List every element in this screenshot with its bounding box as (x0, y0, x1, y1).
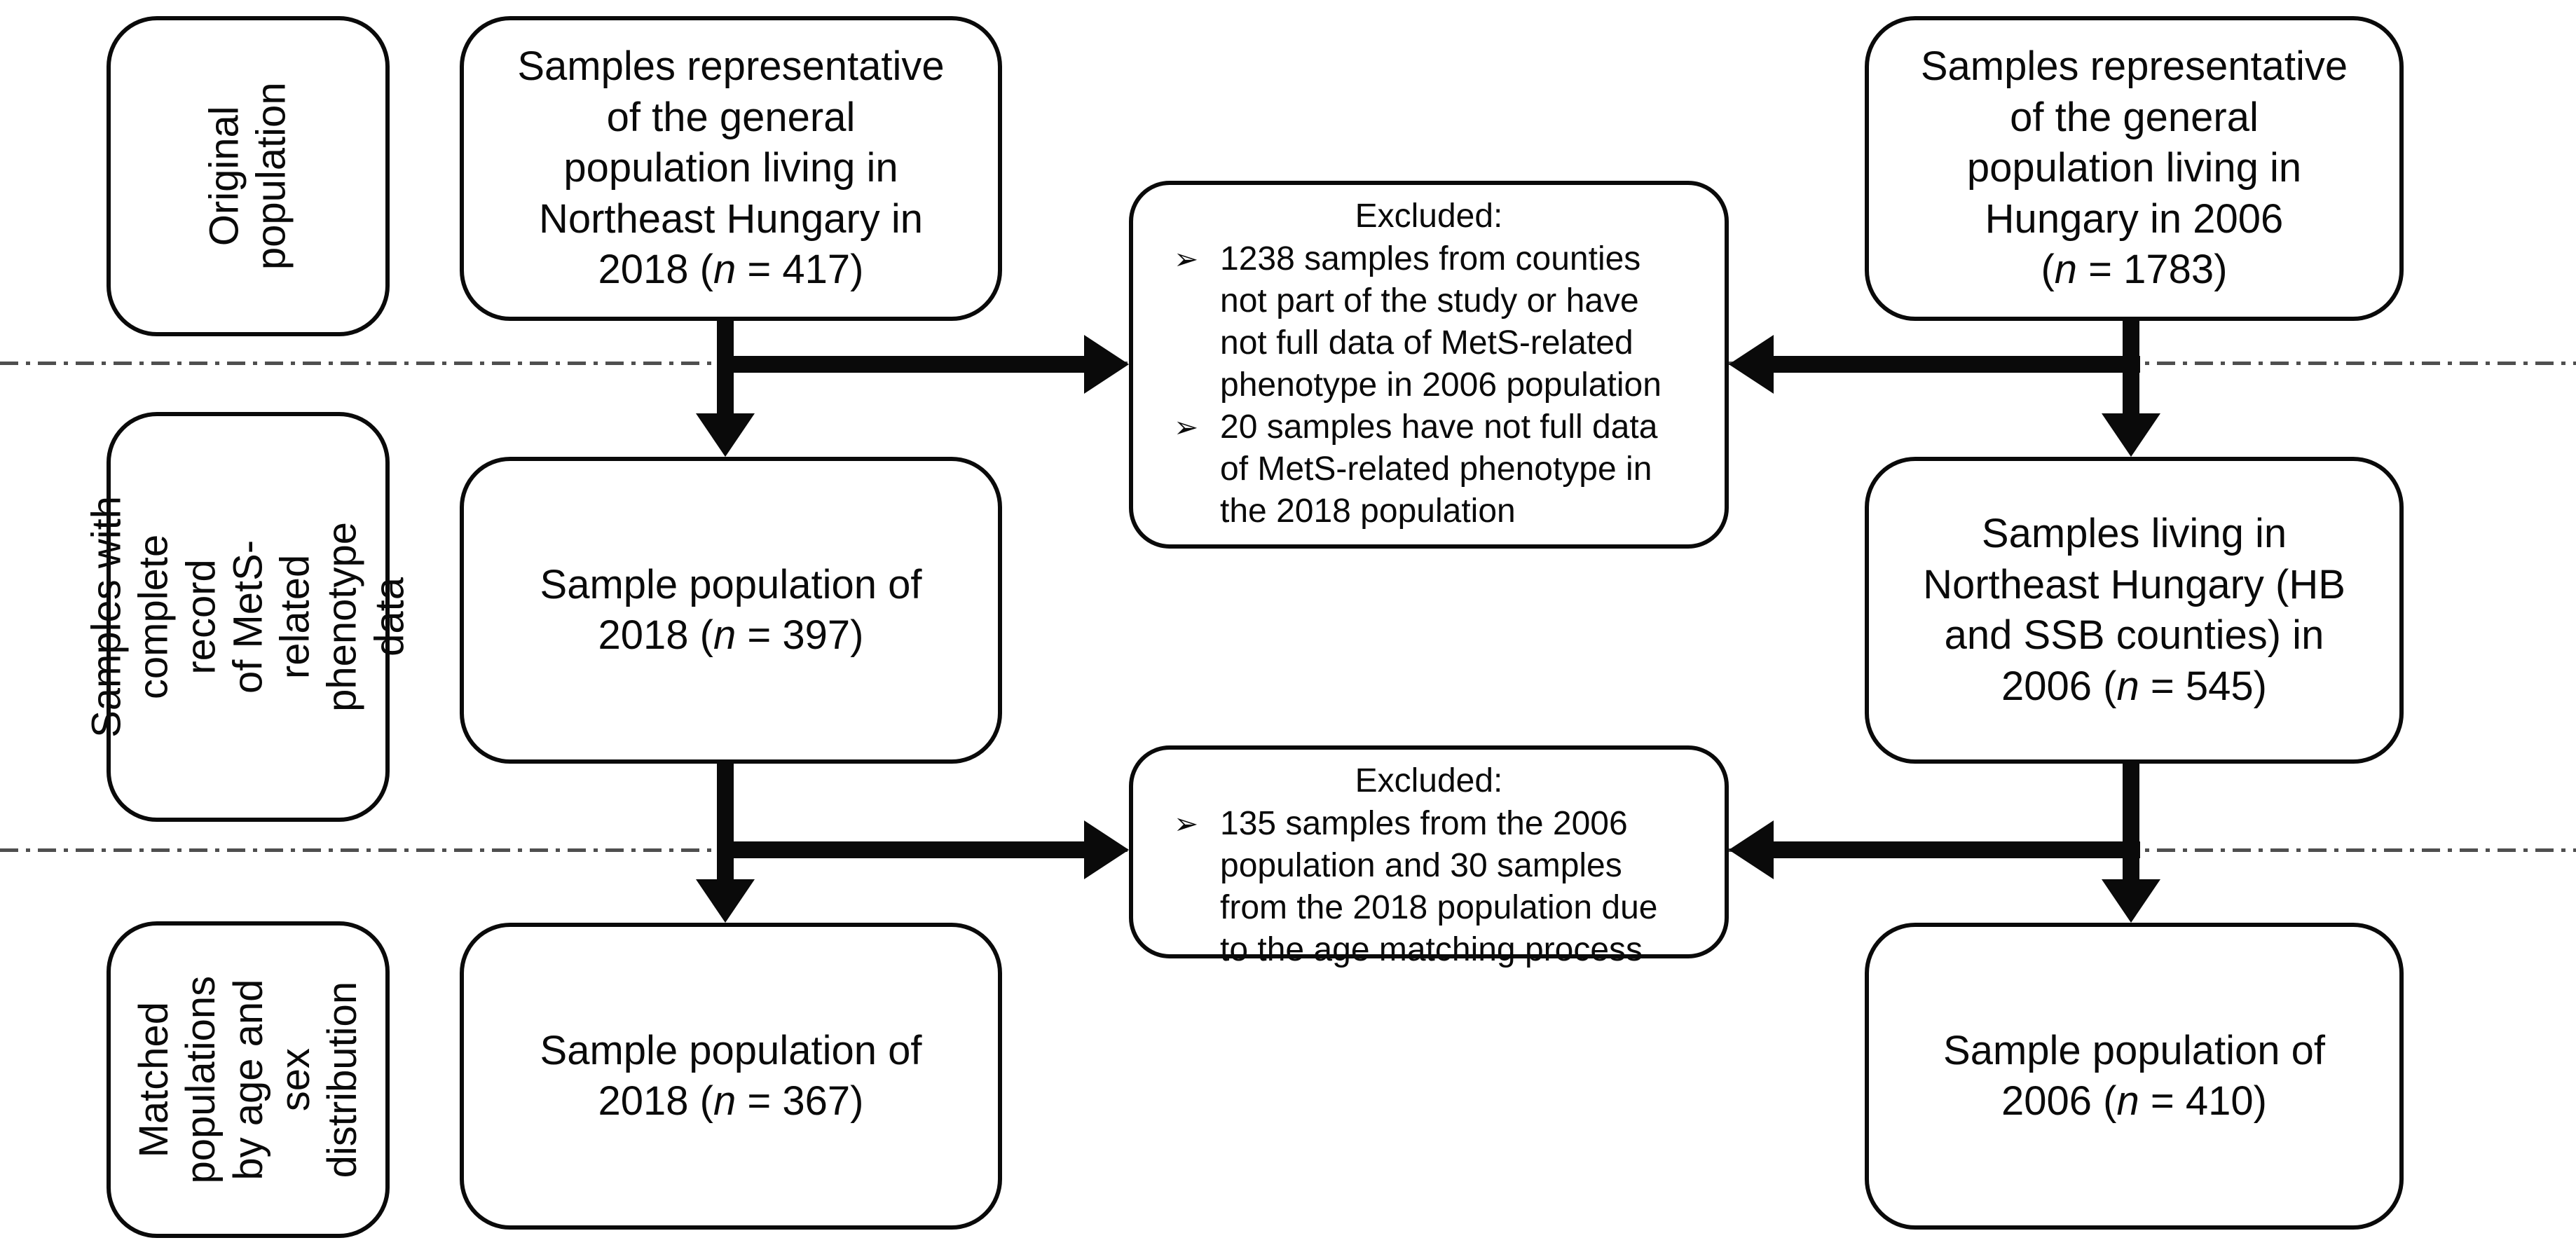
row-label-matched-populations: Matched populations by age and sex distr… (107, 921, 390, 1238)
exclusion-item-text: 1238 samples from counties not part of t… (1220, 240, 1662, 404)
arrow-2006-down-head-2 (2102, 879, 2160, 923)
box-text: Samples living in Northeast Hungary (HB … (1923, 511, 2345, 709)
exclusion-title: Excluded: (1355, 762, 1503, 799)
row-label-original-population: Original population (107, 16, 390, 336)
arrow-2006-down-shaft-2 (2123, 761, 2139, 881)
row-label-complete-record: Samples with complete record of MetS-rel… (84, 412, 412, 822)
exclusion-item-text: 20 samples have not full data of MetS-re… (1220, 408, 1658, 530)
box-text: Sample population of 2018 (n = 367) (540, 1027, 922, 1124)
arrow-2018-to-exclusion1-shaft (717, 356, 1085, 373)
arrow-2006-down-head-1 (2102, 413, 2160, 457)
exclusion-item: ➢ 135 samples from the 2006 population a… (1150, 803, 1708, 971)
box-2018-original-population: Samples representative of the general po… (460, 16, 1002, 321)
box-text: Sample population of 2018 (n = 397) (540, 561, 922, 659)
arrowhead-bullet-icon: ➢ (1174, 242, 1199, 275)
exclusion-item: ➢ 1238 samples from counties not part of… (1150, 238, 1708, 406)
row-label-text: Original population (201, 82, 294, 270)
arrow-2018-to-exclusion2-head (1084, 820, 1129, 879)
box-2018-complete-record: Sample population of 2018 (n = 397) (460, 457, 1002, 764)
exclusion-item-text: 135 samples from the 2006 population and… (1220, 805, 1658, 968)
row-label-text: Samples with complete record of MetS-rel… (83, 496, 413, 738)
arrow-2018-to-exclusion1-head (1084, 335, 1129, 394)
arrow-2018-down-head-1 (696, 413, 755, 457)
arrow-2018-down-head-2 (696, 879, 755, 923)
arrow-2006-to-exclusion2-shaft (1774, 841, 2140, 858)
exclusion-box-1: Excluded: ➢ 1238 samples from counties n… (1129, 181, 1729, 549)
arrowhead-bullet-icon: ➢ (1174, 411, 1199, 443)
exclusion-item: ➢ 20 samples have not full data of MetS-… (1150, 406, 1708, 532)
box-2006-original-population: Samples representative of the general po… (1865, 16, 2404, 321)
arrow-2018-to-exclusion2-shaft (717, 841, 1085, 858)
arrow-2006-to-exclusion1-shaft (1774, 356, 2140, 373)
arrow-2018-down-shaft-2 (717, 761, 734, 881)
arrow-2006-to-exclusion2-head (1729, 820, 1774, 879)
arrowhead-bullet-icon: ➢ (1174, 807, 1199, 840)
box-text: Samples representative of the general po… (1920, 43, 2348, 293)
exclusion-title: Excluded: (1355, 198, 1503, 235)
box-text: Samples representative of the general po… (517, 43, 945, 293)
box-2006-matched: Sample population of 2006 (n = 410) (1865, 923, 2404, 1230)
box-2018-matched: Sample population of 2018 (n = 367) (460, 923, 1002, 1230)
row-label-text: Matched populations by age and sex distr… (130, 975, 365, 1184)
exclusion-box-2: Excluded: ➢ 135 samples from the 2006 po… (1129, 745, 1729, 968)
box-2006-complete-record: Samples living in Northeast Hungary (HB … (1865, 457, 2404, 764)
arrow-2006-to-exclusion1-head (1729, 335, 1774, 394)
box-text: Sample population of 2006 (n = 410) (1943, 1027, 2325, 1124)
